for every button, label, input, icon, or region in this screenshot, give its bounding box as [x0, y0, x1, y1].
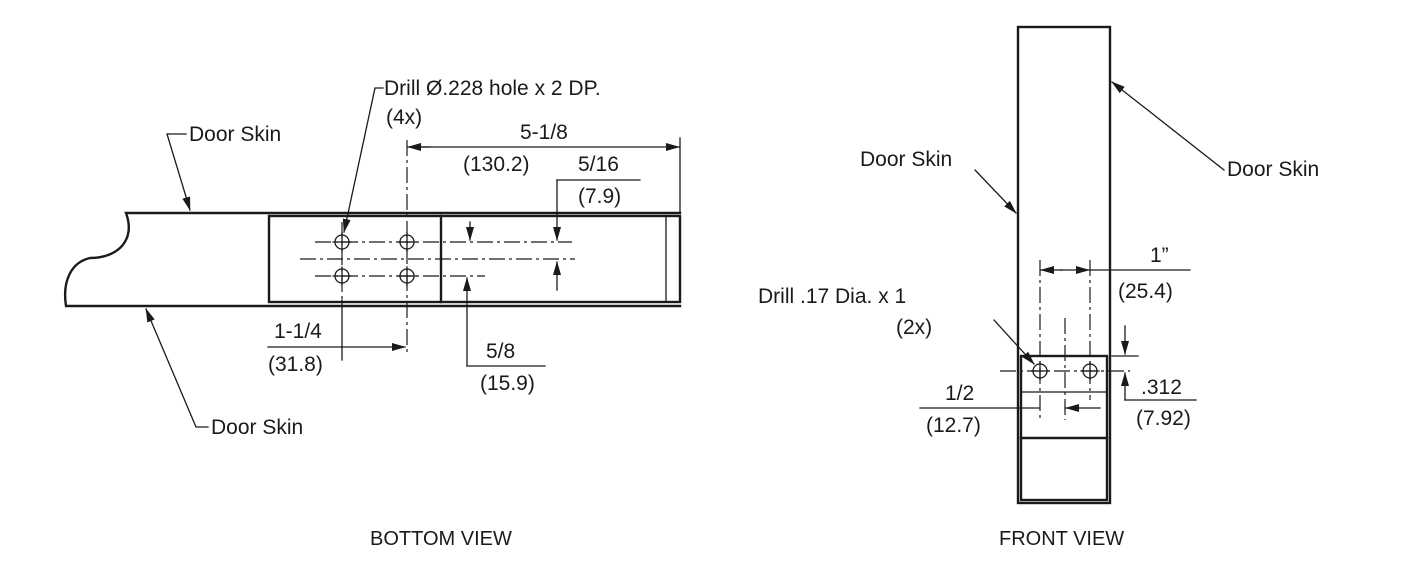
front-drill-qty-label: (2x)	[896, 316, 932, 339]
front-drill-leader	[993, 319, 1035, 365]
dim-hole-to-edge-imperial: 1-1/4	[274, 320, 322, 343]
bracket-outline	[267, 214, 682, 304]
bottom-view: Door Skin Door Skin Drill Ø.228 hole x 2…	[63, 77, 682, 550]
front-dim-hole-spacing-metric: (25.4)	[1118, 280, 1173, 303]
front-bracket-outline	[1019, 354, 1109, 502]
front-dim-height-offset-metric: (7.92)	[1136, 407, 1191, 430]
hole	[332, 232, 352, 252]
front-view-caption: FRONT VIEW	[999, 528, 1124, 550]
dim-overall-imperial: 5-1/8	[520, 121, 568, 144]
hole	[1080, 361, 1100, 381]
hole	[332, 266, 352, 286]
front-dim-edge-offset-imperial: 1/2	[945, 382, 974, 405]
front-drill-holes	[1030, 361, 1100, 381]
front-dim-height-offset-imperial: .312	[1141, 376, 1182, 399]
dim-overall-metric: (130.2)	[463, 153, 530, 176]
hole	[397, 232, 417, 252]
hole	[1030, 361, 1050, 381]
door-skin-outline	[63, 211, 682, 308]
front-door-skin-leader-right	[1111, 81, 1225, 171]
front-view: Door Skin Door Skin 1” (25.4) Drill .17 …	[758, 25, 1319, 550]
front-door-skin-label-right: Door Skin	[1227, 158, 1319, 181]
front-dim-edge-offset-metric: (12.7)	[926, 414, 981, 437]
drill-note-label: Drill Ø.228 hole x 2 DP.	[384, 77, 601, 100]
front-dim-hole-spacing-imperial: 1”	[1150, 244, 1169, 267]
dim-hole-spacing-imperial: 5/8	[486, 340, 515, 363]
dim-offset-imperial: 5/16	[578, 153, 619, 176]
door-skin-leader-bottom	[145, 308, 209, 428]
dim-offset-metric: (7.9)	[578, 185, 621, 208]
door-skin-label-top: Door Skin	[189, 123, 281, 146]
front-door-skin-label-left: Door Skin	[860, 148, 952, 171]
drill-qty-label: (4x)	[386, 106, 422, 129]
door-skin-leader-top	[166, 133, 191, 211]
drill-holes	[332, 232, 417, 286]
dim-hole-to-edge-metric: (31.8)	[268, 353, 323, 376]
drill-note-leader	[342, 87, 384, 233]
hole	[397, 266, 417, 286]
door-skin-label-bottom: Door Skin	[211, 416, 303, 439]
front-drill-note-label: Drill .17 Dia. x 1	[758, 285, 906, 308]
front-door-skin-leader-left	[974, 169, 1017, 214]
bottom-view-caption: BOTTOM VIEW	[370, 528, 512, 550]
dim-hole-spacing-metric: (15.9)	[480, 372, 535, 395]
front-door-skin-outline	[1016, 25, 1112, 505]
